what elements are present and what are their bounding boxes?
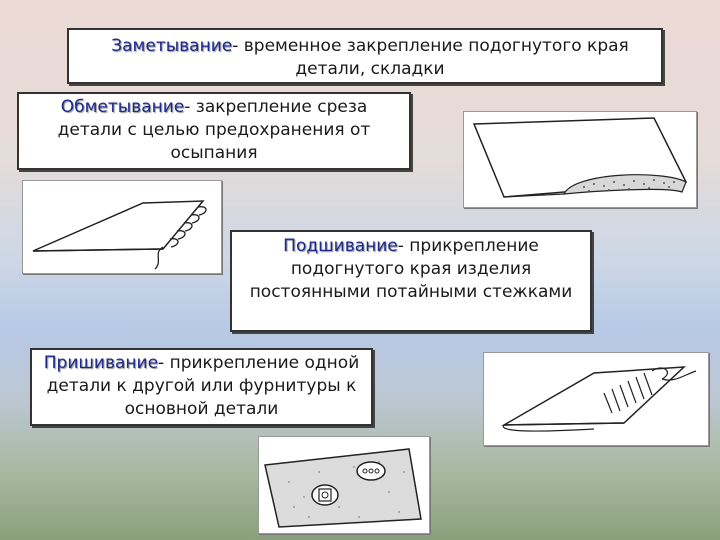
definition-overcasting: Обметывание- закрепление среза детали с …: [17, 92, 411, 170]
term-sewing-on: Пришивание: [43, 353, 159, 373]
term-hemming: Подшивание: [283, 236, 398, 256]
definition-hemming-text: - прикрепление подогнутого края изделия …: [249, 236, 573, 302]
sewing-buttons-illustration: [258, 436, 430, 534]
definition-overcasting-text: - закрепление среза детали с целью предо…: [57, 97, 371, 163]
definition-basting-text: - временное закрепление подогнутого края…: [232, 36, 629, 79]
definition-sewing-on: Пришивание- прикрепление одной детали к …: [30, 348, 373, 426]
hemming-illustration: [483, 352, 709, 446]
definition-basting: Заметывание- временное закрепление подог…: [67, 28, 663, 84]
term-basting: Заметывание: [111, 36, 233, 56]
overcasting-illustration: [22, 180, 222, 274]
basting-illustration: [463, 111, 697, 208]
definition-sewing-on-text: - прикрепление одной детали к другой или…: [46, 353, 360, 419]
definition-hemming: Подшивание- прикрепление подогнутого кра…: [230, 230, 592, 332]
term-overcasting: Обметывание: [60, 97, 185, 117]
